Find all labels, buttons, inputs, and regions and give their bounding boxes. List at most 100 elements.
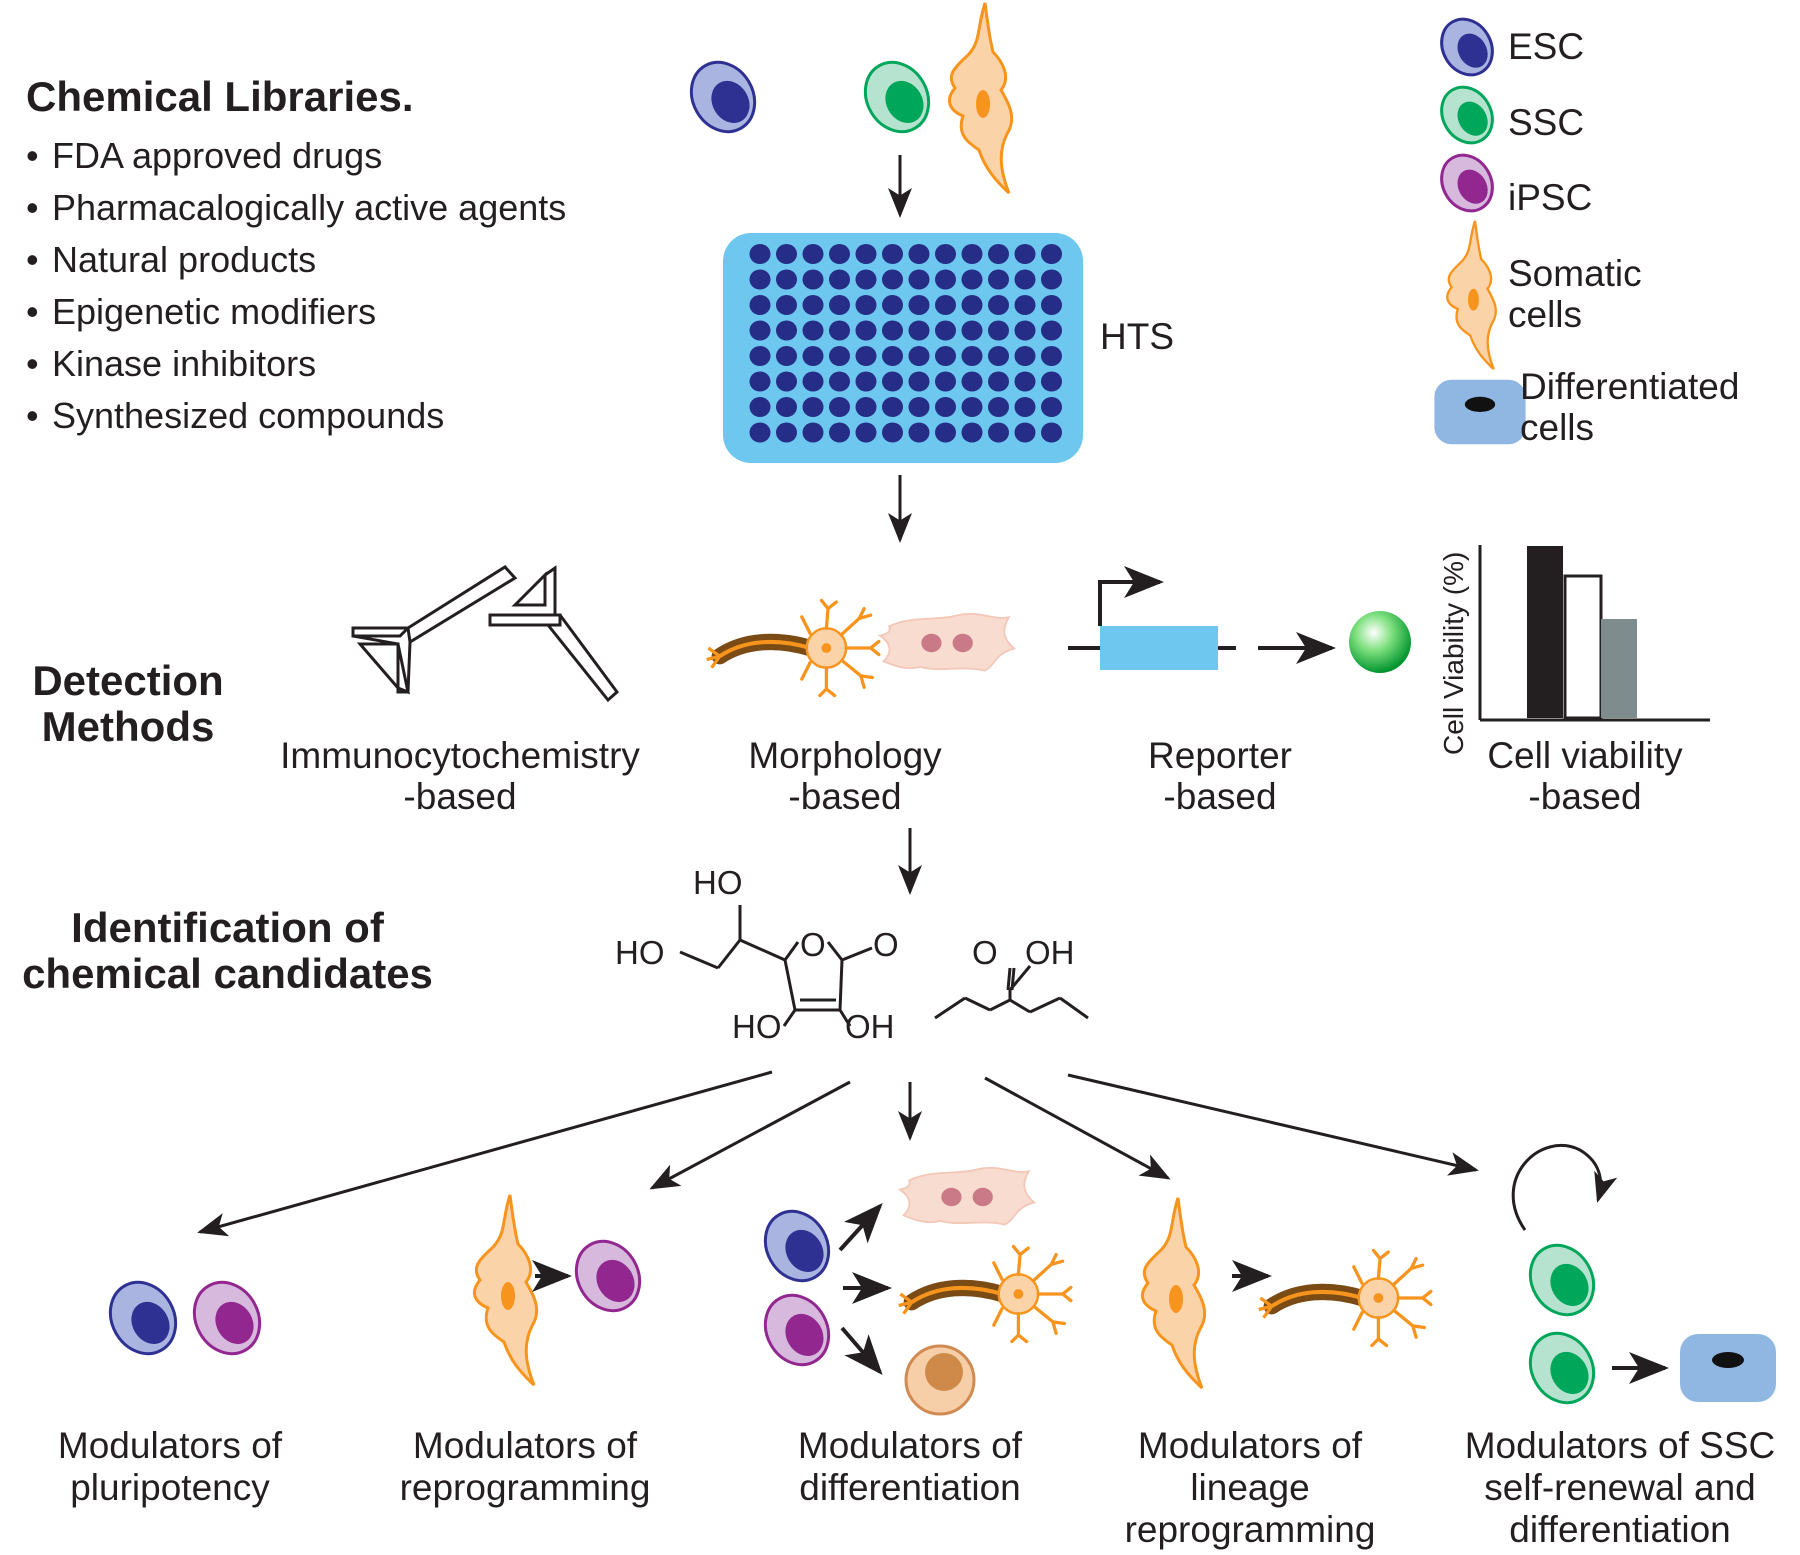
plate-well [855, 397, 877, 417]
plate-well [961, 320, 983, 341]
plate-well [1014, 320, 1036, 341]
plate-well [802, 371, 824, 392]
plate-well [829, 397, 850, 417]
plate-well [882, 371, 903, 392]
plate-well [1014, 422, 1036, 443]
plate-well [1014, 244, 1036, 264]
outcome-neuron [899, 1246, 1071, 1341]
chem-label: HO [693, 864, 743, 901]
plate-well [829, 320, 850, 341]
hts-label: HTS [1100, 316, 1174, 357]
esc-cell [689, 60, 757, 134]
chem-label: O [873, 926, 899, 963]
chem-label: HO [615, 934, 665, 971]
plate-well [1041, 269, 1062, 290]
plate-well [935, 244, 956, 264]
viability-chart: Cell Viability (%) [1438, 545, 1710, 755]
legend-esc-icon [1440, 17, 1494, 77]
plate-well [749, 295, 771, 315]
plate-well [961, 422, 983, 443]
plate-well [935, 371, 956, 392]
plate-well [908, 269, 930, 290]
plate-well [802, 295, 824, 315]
legend-ssc-label: SSC [1508, 102, 1585, 143]
plate-well [1014, 269, 1036, 290]
outcome-somatic-cell [472, 1193, 539, 1387]
plate-well [1041, 397, 1062, 417]
ascorbic-acid-structure [679, 905, 873, 1027]
outcome-pluripotency: Modulators of pluripotency [57, 1425, 283, 1508]
plate-well [961, 346, 983, 366]
outcome-arrows [197, 1070, 1479, 1237]
plate-well [1014, 346, 1036, 366]
plate-well [1014, 371, 1036, 392]
plate-well [882, 346, 903, 366]
plate-well [988, 346, 1009, 366]
hts-plate [723, 233, 1083, 463]
plate-well [829, 371, 850, 392]
antibody-icon [351, 565, 518, 695]
plate-well [961, 269, 983, 290]
plate-well [776, 295, 797, 315]
plate-wells [749, 244, 1062, 443]
ssc-cell [863, 60, 931, 134]
plate-well [988, 244, 1009, 264]
antibody-icon [488, 565, 620, 703]
legend-ipsc-icon [1440, 153, 1494, 213]
plate-well [802, 422, 824, 443]
plate-well [855, 346, 877, 366]
legend-differentiated-icon [1434, 379, 1526, 445]
plate-well [1014, 295, 1036, 315]
differentiation-arrows [838, 1203, 892, 1376]
plate-well [988, 422, 1009, 443]
method-morphology: Morphology -based [748, 735, 942, 817]
library-item: •Natural products [26, 239, 317, 280]
viability-bar-1 [1527, 546, 1563, 718]
viability-bar-3 [1601, 619, 1637, 718]
plate-well [908, 244, 930, 264]
outcome-ipsc-cell [574, 1239, 642, 1313]
outcome-round-cell [904, 1344, 976, 1416]
outcome-differentiation: Modulators of differentiation [797, 1425, 1023, 1508]
outcome-differentiated-cell [1680, 1334, 1776, 1402]
libraries-list: •FDA approved drugs •Pharmacalogically a… [26, 130, 566, 442]
outcome-ipsc-cell [192, 1280, 262, 1356]
plate-well [749, 397, 771, 417]
plate-well [855, 320, 877, 341]
legend-differentiated-label: Differentiated cells [1520, 366, 1740, 448]
library-item: •FDA approved drugs [26, 135, 383, 176]
outcome-flat-cell [898, 1166, 1036, 1226]
plate-well [961, 397, 983, 417]
plate-well [1041, 295, 1062, 315]
library-item: •Kinase inhibitors [26, 343, 317, 384]
plate-well [882, 269, 903, 290]
legend-ssc-icon [1440, 85, 1494, 145]
plate-well [1014, 397, 1036, 417]
plate-well [855, 371, 877, 392]
outcome-ipsc-cell [763, 1293, 831, 1367]
method-reporter: Reporter -based [1148, 735, 1292, 817]
plate-well [855, 244, 877, 264]
plate-well [935, 397, 956, 417]
plate-well [988, 320, 1009, 341]
plate-well [882, 397, 903, 417]
plate-well [829, 295, 850, 315]
plate-well [908, 397, 930, 417]
plate-well [908, 422, 930, 443]
plate-well [749, 320, 771, 341]
libraries-title: Chemical Libraries. [26, 73, 414, 120]
plate-well [1041, 244, 1062, 264]
plate-well [776, 346, 797, 366]
plate-well [908, 346, 930, 366]
outcome-ssc-cell [1528, 1243, 1596, 1317]
plate-well [749, 269, 771, 290]
plate-well [802, 269, 824, 290]
plate-well [961, 371, 983, 392]
plate-well [988, 371, 1009, 392]
plate-well [935, 346, 956, 366]
chem-label: OH [845, 1008, 895, 1045]
plate-well [776, 397, 797, 417]
identification-title: Identification of chemical candidates [22, 904, 433, 997]
plate-well [882, 295, 903, 315]
